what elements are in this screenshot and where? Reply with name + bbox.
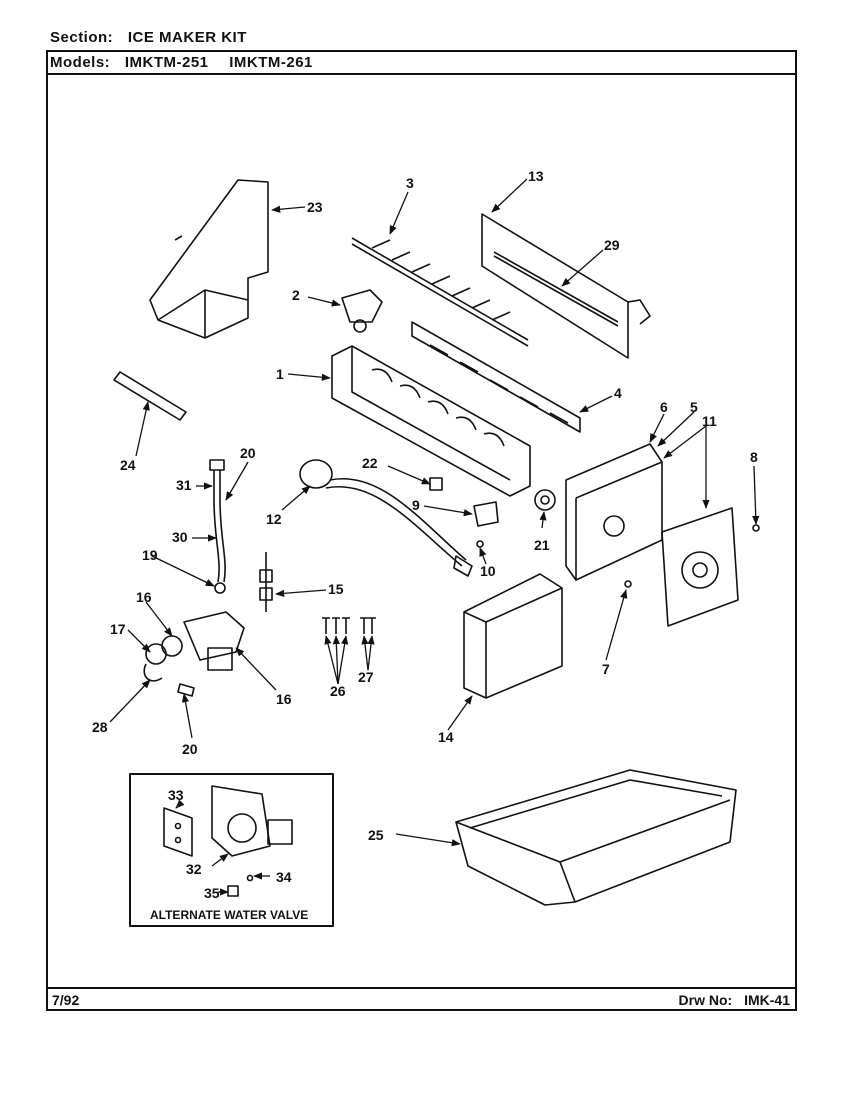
drawing-number: IMK-41: [744, 992, 790, 1008]
callout-leaders: [109, 178, 760, 896]
callout-31: 31: [176, 477, 192, 493]
callout-20-bottom: 20: [182, 741, 198, 757]
callout-14: 14: [438, 729, 454, 745]
part-30-fill-tube: [209, 459, 226, 594]
drawing-date: 7/92: [52, 992, 80, 1008]
drawing-number-block: Drw No: IMK-41: [679, 992, 790, 1008]
callout-30: 30: [172, 529, 188, 545]
part-16-water-valve: [143, 611, 245, 682]
part-33-bracket: [163, 807, 193, 857]
callout-9: 9: [412, 497, 420, 513]
models-header: Models: IMKTM-251 IMKTM-261: [50, 54, 329, 71]
part-34-screw: [246, 874, 254, 882]
callout-15: 15: [328, 581, 344, 597]
callout-28: 28: [92, 719, 108, 735]
callout-5: 5: [690, 399, 698, 415]
part-11-motor: [661, 507, 739, 627]
part-25-ice-bin: [455, 769, 737, 906]
part-2-lever: [341, 289, 383, 333]
callout-11: 11: [702, 413, 717, 429]
model-2: IMKTM-261: [229, 54, 313, 71]
callout-8: 8: [750, 449, 758, 465]
models-label: Models:: [50, 54, 111, 71]
callout-29: 29: [604, 237, 620, 253]
inset-caption: ALTERNATE WATER VALVE: [150, 908, 308, 922]
callout-20-top: 20: [240, 445, 256, 461]
callout-33: 33: [168, 787, 184, 803]
part-4-stripper: [411, 321, 581, 433]
callout-2: 2: [292, 287, 300, 303]
callout-4: 4: [614, 385, 622, 401]
part-9-bracket: [473, 501, 499, 527]
callout-35: 35: [204, 885, 220, 901]
callout-16-lower: 16: [276, 691, 292, 707]
part-7-screw: [624, 580, 632, 588]
callout-7: 7: [602, 661, 610, 677]
model-1: IMKTM-251: [124, 54, 209, 71]
part-1-mold-body: [331, 345, 531, 497]
callout-10: 10: [480, 563, 496, 579]
part-21-thermostat: [534, 489, 556, 511]
callout-13: 13: [528, 168, 544, 184]
section-header: Section: ICE MAKER KIT: [50, 29, 263, 46]
part-24-heater: [113, 371, 187, 421]
part-20-clip: [177, 683, 195, 697]
callout-21: 21: [534, 537, 550, 553]
callout-6: 6: [660, 399, 668, 415]
part-22: [429, 477, 443, 491]
callout-19: 19: [142, 547, 158, 563]
part-35-nut: [227, 885, 239, 897]
callout-1: 1: [276, 366, 284, 382]
part-27-screws: [360, 617, 376, 634]
part-8-screw: [752, 524, 760, 532]
part-32-valve: [211, 785, 293, 857]
part-29-rod: [493, 251, 619, 327]
callout-34: 34: [276, 869, 292, 885]
callout-labels: 23 3 13 29 2 1 4 6 5 11 8 22 9 10 24 12 …: [92, 168, 758, 901]
part-14-cover-box: [463, 573, 563, 699]
callout-26: 26: [330, 683, 346, 699]
part-12-wiring-harness: [299, 459, 473, 577]
section-value: ICE MAKER KIT: [127, 29, 247, 46]
part-13-shutoff-arm: [481, 213, 651, 359]
callout-23: 23: [307, 199, 323, 215]
callout-24: 24: [120, 457, 136, 473]
drawing-number-label: Drw No:: [678, 992, 733, 1008]
part-23-mold-cover: [149, 179, 269, 339]
part-26-screws: [322, 617, 350, 634]
part-5-housing: [565, 443, 663, 581]
drawing-frame: [46, 50, 797, 1011]
callout-16-upper: 16: [136, 589, 152, 605]
section-label: Section:: [50, 29, 114, 46]
part-10-screw: [476, 540, 484, 548]
callout-3: 3: [406, 175, 414, 191]
callout-22: 22: [362, 455, 378, 471]
callout-32: 32: [186, 861, 202, 877]
callout-27: 27: [358, 669, 374, 685]
part-15-fittings: [259, 552, 273, 612]
part-3-ejector: [351, 237, 529, 347]
callout-25: 25: [368, 827, 384, 843]
callout-17: 17: [110, 621, 126, 637]
callout-12: 12: [266, 511, 282, 527]
inset-alternate-valve: [129, 773, 334, 927]
